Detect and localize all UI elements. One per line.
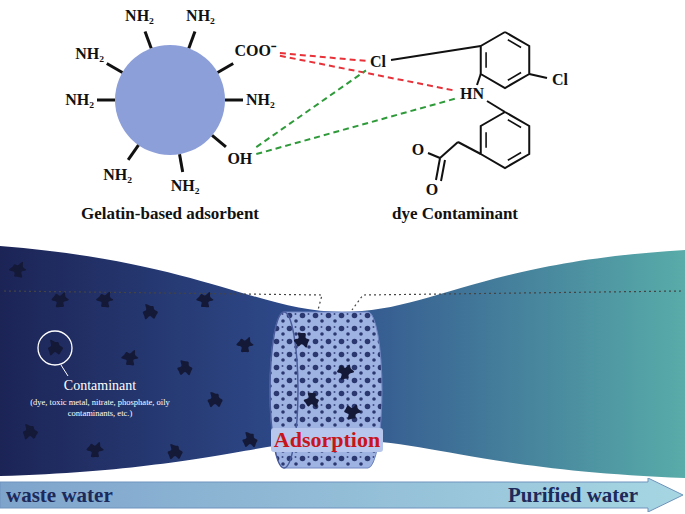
callout-label: Contaminant: [64, 378, 136, 393]
bar-text: Purified water: [508, 483, 638, 508]
atom-label: O: [412, 141, 424, 159]
bond-stick: [107, 64, 123, 73]
amino-group: NH₂: [186, 7, 215, 25]
atom-label: O: [426, 181, 438, 199]
contaminant-particle: [208, 392, 223, 407]
double-bond: [485, 132, 487, 147]
leader-line: [61, 365, 68, 376]
double-bond: [508, 120, 521, 128]
bond: [436, 158, 440, 180]
bond-stick: [97, 99, 115, 102]
atom-label: Cl: [552, 71, 568, 89]
contaminant-particle: [52, 292, 69, 307]
contaminant-particle: [96, 292, 113, 308]
double-bond: [508, 40, 521, 48]
adsorbed-particle: [294, 332, 309, 347]
amino-group: NH₂: [103, 166, 132, 184]
double-bond: [508, 153, 521, 161]
double-bond: [508, 73, 521, 81]
benzene-ring: [481, 112, 529, 168]
adsorbed-particle: [344, 405, 361, 420]
bond: [441, 160, 445, 181]
bond: [428, 153, 440, 158]
amino-group: NH₂: [125, 7, 154, 25]
gelatin-sphere: [115, 45, 225, 155]
benzene-ring: [481, 32, 529, 88]
bar-content: waste water Purified water: [0, 478, 684, 512]
contaminant-particle: [86, 442, 103, 457]
callout-note: (dye, toxic metal, nitrate, phosphate, o…: [16, 397, 184, 418]
figure-caption: Gelatin-based adsorbent: [81, 205, 259, 224]
contaminant-particle: [177, 360, 192, 375]
double-bond: [485, 52, 487, 67]
bond-stick: [218, 64, 234, 73]
figure-caption: dye Contaminant: [392, 205, 518, 224]
contaminant-particle: [121, 350, 138, 365]
carboxylate-group: COO⁻: [234, 42, 275, 60]
bond-stick: [180, 154, 183, 172]
amino-group: NH₂: [65, 91, 94, 109]
process-label: Adsorption: [271, 428, 383, 452]
bond-stick: [128, 145, 138, 160]
bond: [391, 46, 481, 60]
interaction-line: [256, 98, 456, 154]
bond: [440, 142, 458, 158]
amino-group: NH₂: [75, 45, 104, 63]
contaminant-particle: [242, 432, 257, 447]
interaction-line: [256, 70, 366, 147]
contaminant-particle: [143, 304, 158, 319]
bond-stick: [212, 135, 226, 147]
bond-stick: [145, 31, 151, 48]
callout-lines: [4, 291, 681, 310]
functional-group-bonds: [97, 31, 243, 171]
contaminant-particle: [23, 424, 38, 440]
contaminant-particle: [9, 262, 26, 278]
flow-arrow-bar: waste water Purified water: [0, 478, 684, 512]
bond-stick: [225, 99, 243, 102]
molecule-structure: [391, 32, 547, 181]
contaminant-particle: [48, 340, 63, 356]
adsorbed-particles: [294, 332, 361, 419]
atom-label: HN: [460, 85, 484, 103]
highlight-circle: [38, 331, 72, 365]
bond: [487, 101, 505, 112]
bond: [458, 142, 481, 154]
bond: [529, 74, 547, 78]
hydroxyl-group: OH: [227, 150, 252, 168]
amino-group: NH₂: [246, 91, 275, 109]
amino-group: NH₂: [171, 177, 200, 195]
interaction-line: [280, 53, 366, 61]
contaminant-particle: [236, 337, 253, 352]
adsorbed-particle: [304, 393, 319, 408]
interaction-line: [280, 56, 456, 91]
arrow-bar: [0, 478, 683, 512]
bond-stick: [189, 31, 195, 48]
bar-text: waste water: [6, 483, 113, 508]
contaminant-particle: [196, 292, 213, 307]
bond: [477, 74, 481, 85]
atom-label: Cl: [370, 53, 386, 71]
water-band: [0, 246, 685, 478]
adsorbed-particle: [337, 365, 354, 380]
contaminant-particle: [168, 444, 183, 459]
contaminant-particles: [9, 262, 257, 459]
interaction-lines: [256, 53, 456, 154]
